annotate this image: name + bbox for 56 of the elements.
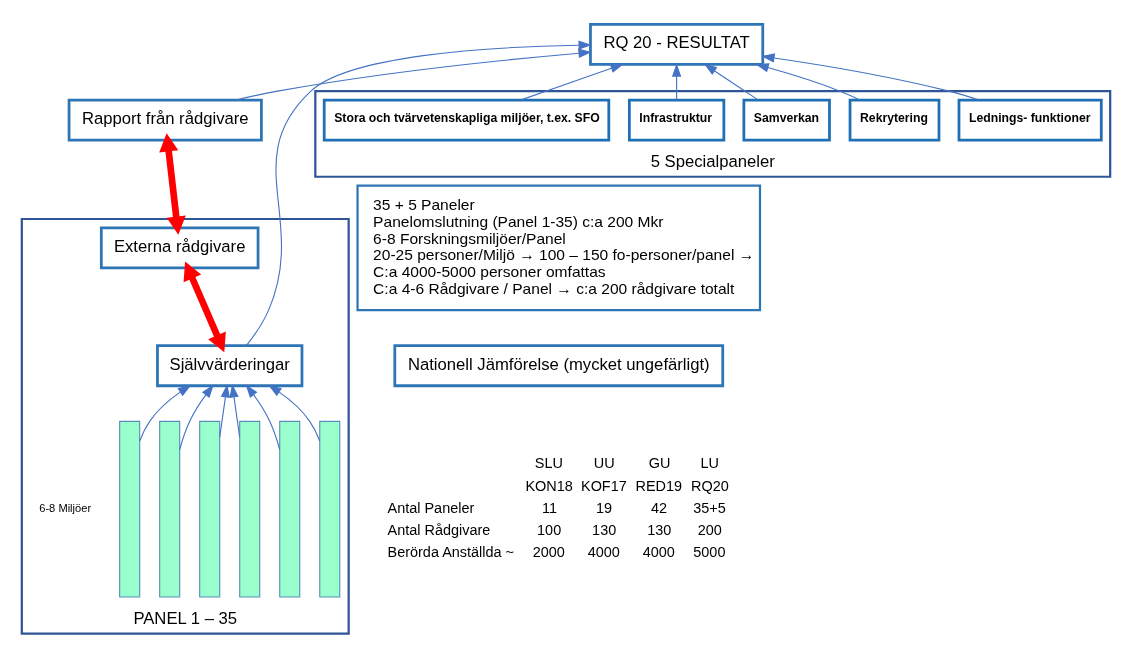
arrow (268, 384, 321, 442)
label: GU (648, 454, 671, 471)
label: 2000 (532, 543, 565, 560)
node-bar (119, 420, 141, 598)
node-box: Självvärderingar (156, 343, 304, 387)
arrow (179, 384, 214, 450)
arrow (761, 52, 980, 101)
arrow (520, 63, 624, 100)
node-bar (159, 420, 181, 598)
node-box: Rapport från rådgivare (67, 98, 263, 141)
node-box: Infrastruktur (628, 98, 726, 141)
label: 5000 (693, 543, 726, 560)
label: KON18 (525, 477, 573, 494)
label: 130 (647, 521, 672, 538)
node-bar (199, 420, 221, 598)
node-box: Stora och tvärvetenskapliga miljöer, t.ex. SFO (322, 98, 611, 141)
label: UU (593, 454, 615, 471)
label: Berörda Anställda ~ (387, 543, 514, 560)
label: 200 (697, 521, 722, 538)
node-box: Lednings- funktioner (957, 98, 1103, 141)
node-bar (319, 420, 341, 598)
node-box: 35 + 5 Paneler Panelomslutning (Panel 1-35) c:a 200 Mkr 6-8 Forskningsmiljöer/Panel 20-25 personer/Miljö → 100 – 150 fo-personer/panel → C:a 4000-5000 personer omfattas C:a 4-6 Rådgivare / Panel → c:a 200 rådgivare totalt (356, 184, 762, 311)
arrow (219, 383, 230, 438)
node-box: Nationell Jämförelse (mycket ungefärligt) (393, 343, 725, 387)
label: 19 (596, 499, 613, 516)
label: Antal Paneler (387, 499, 475, 516)
node-box: RQ 20 - RESULTAT (589, 22, 765, 66)
label: 4000 (587, 543, 620, 560)
arrow (245, 384, 281, 450)
label: 11 (542, 499, 558, 516)
label: RED19 (635, 477, 683, 494)
label: RQ20 (691, 477, 729, 494)
label: Antal Rådgivare (387, 521, 491, 538)
node-label: 6-8 Miljöer (39, 501, 92, 514)
label: 100 (537, 521, 562, 538)
arrow (159, 132, 186, 235)
label: 130 (592, 521, 617, 538)
node-box: Samverkan (742, 98, 831, 141)
node-box: Rekrytering (848, 98, 941, 141)
label: 35+5 (693, 499, 726, 516)
arrow (703, 63, 759, 100)
node-box: Externa rådgivare (99, 226, 260, 269)
node-bar (279, 420, 301, 598)
arrow (183, 261, 226, 352)
arrow (245, 40, 592, 346)
arrow (755, 62, 861, 100)
arrow (229, 383, 241, 438)
label: SLU (534, 454, 563, 471)
arrow (139, 384, 192, 442)
label: LU (700, 454, 719, 471)
arrow (235, 48, 592, 101)
node-bar (239, 420, 261, 598)
label: KOF17 (581, 477, 627, 494)
label: 4000 (642, 543, 675, 560)
label: 42 (651, 499, 668, 516)
arrow (671, 62, 682, 100)
